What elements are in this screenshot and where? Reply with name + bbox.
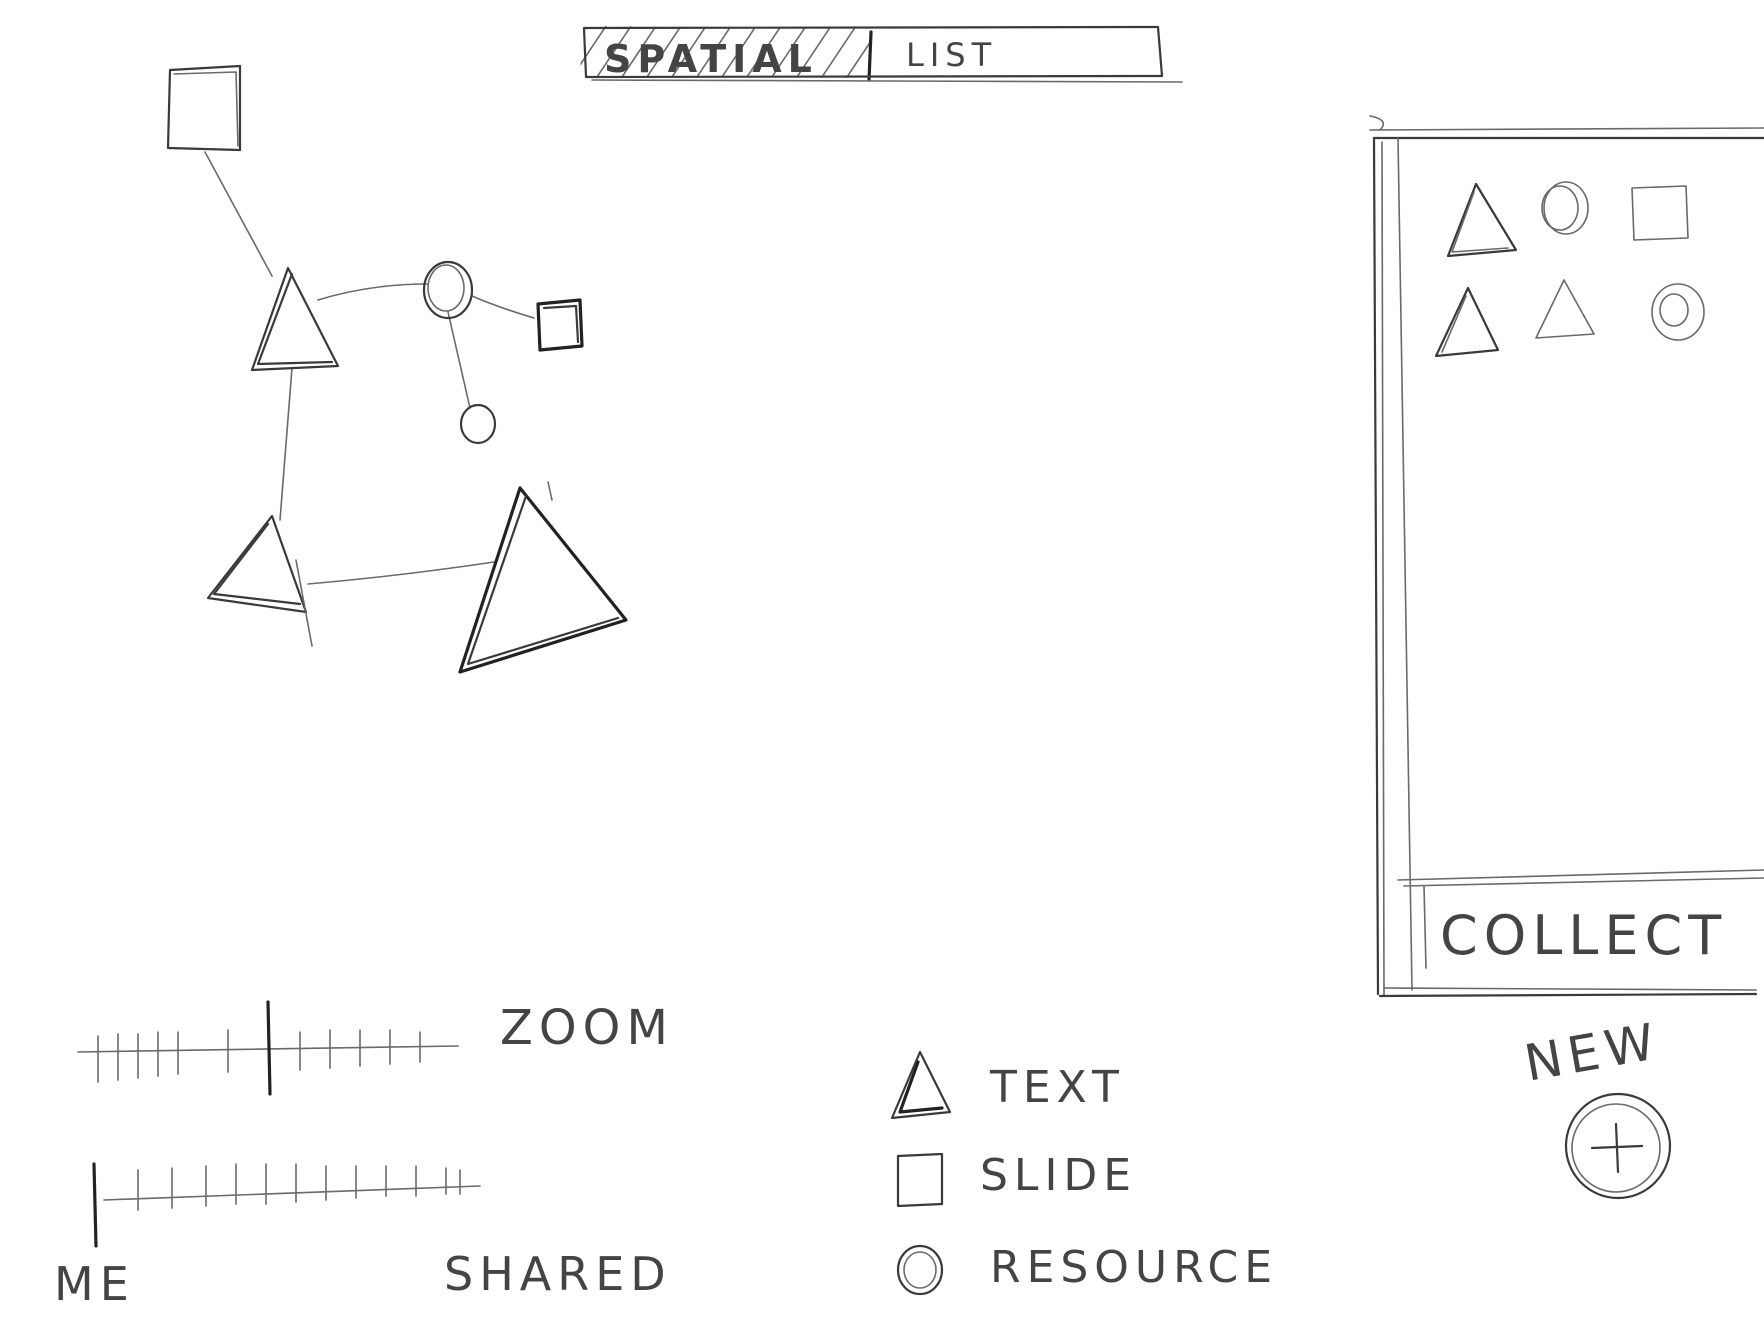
zoom-slider[interactable] [77,1000,459,1096]
sharing-right-label: SHARED [444,1247,672,1301]
tab-list[interactable]: LIST [906,36,997,74]
slide-node[interactable] [166,64,242,152]
zoom-label: ZOOM [500,1000,674,1056]
legend-label-resource: RESOURCE [990,1242,1278,1293]
triangle-icon [890,1050,952,1120]
resource-node[interactable] [422,260,474,320]
text-node[interactable] [206,514,313,647]
collection-item[interactable] [1631,185,1689,241]
legend-item-slide: SLIDE [896,1150,1137,1208]
legend-item-resource: RESOURCE [896,1242,1278,1296]
tab-spatial[interactable]: SPATIAL [570,20,885,81]
legend-label-text: TEXT [989,1062,1125,1113]
graph-nodes [166,64,628,674]
slide-node[interactable] [536,298,584,352]
sharing-slider[interactable] [92,1162,481,1248]
tab-spatial-label: SPATIAL [604,37,818,81]
collection-item[interactable] [1446,182,1518,258]
legend: TEXT SLIDE RESOURCE [890,1050,1278,1296]
text-node[interactable] [250,266,340,372]
resource-node[interactable] [459,403,497,445]
new-button[interactable]: NEW [1520,1012,1672,1200]
collection-item[interactable] [1541,181,1589,235]
square-icon [896,1152,944,1208]
sharing-slider-handle[interactable] [92,1162,98,1248]
tab-list-label: LIST [906,36,997,74]
graph-edges [204,151,535,585]
legend-item-text: TEXT [890,1050,1125,1120]
legend-label-slide: SLIDE [980,1150,1137,1201]
zoom-slider-handle[interactable] [266,1000,272,1096]
plus-icon [1564,1092,1672,1200]
collection-items [1434,181,1705,358]
circle-icon [896,1244,944,1296]
collect-button[interactable]: COLLECT [1397,869,1764,969]
collection-item[interactable] [1535,279,1595,339]
view-toggle: SPATIAL LIST [570,20,1183,83]
collection-item[interactable] [1651,283,1705,341]
collect-button-label: COLLECT [1440,904,1727,967]
text-node[interactable] [458,481,628,674]
collection-panel: COLLECT [1369,115,1764,998]
sharing-left-label: ME [54,1257,135,1311]
new-button-label: NEW [1520,1012,1664,1093]
collection-item[interactable] [1434,286,1500,358]
